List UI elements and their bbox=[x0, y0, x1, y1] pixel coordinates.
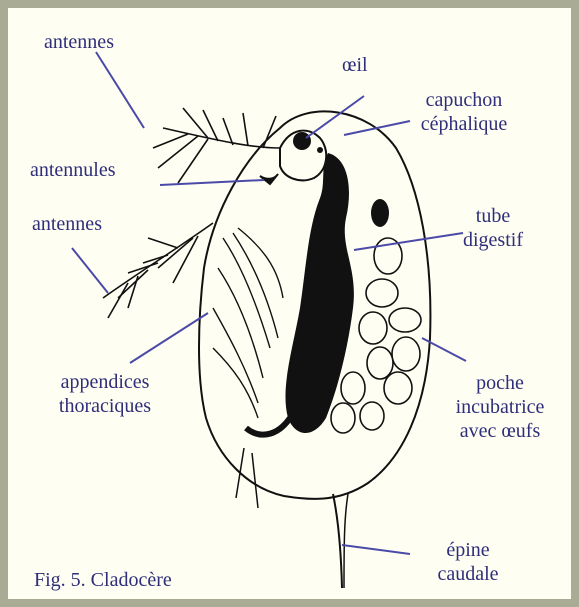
antennules bbox=[260, 174, 278, 184]
label-appendices-line1: appendices bbox=[30, 370, 180, 394]
label-capuchon-line1: capuchon bbox=[404, 88, 524, 112]
label-tube-line2: digestif bbox=[448, 228, 538, 252]
label-poche: poche incubatrice avec œufs bbox=[430, 371, 570, 443]
figure-panel: antennes œil capuchon céphalique antennu… bbox=[8, 8, 571, 599]
label-poche-line3: avec œufs bbox=[430, 419, 570, 443]
label-appendices-line2: thoraciques bbox=[30, 394, 180, 418]
label-epine-line1: épine bbox=[418, 538, 518, 562]
label-tube-line1: tube bbox=[448, 204, 538, 228]
label-capuchon: capuchon céphalique bbox=[404, 88, 524, 136]
thoracic-appendices bbox=[213, 228, 283, 418]
label-antennules: antennules bbox=[30, 158, 116, 182]
lower-antennae bbox=[103, 223, 213, 318]
figure-caption: Fig. 5. Cladocère bbox=[34, 568, 172, 592]
label-appendices: appendices thoraciques bbox=[30, 370, 180, 418]
label-tube-digestif: tube digestif bbox=[448, 204, 538, 252]
label-antennes-mid: antennes bbox=[32, 212, 102, 236]
label-poche-line1: poche bbox=[430, 371, 570, 395]
label-poche-line2: incubatrice bbox=[430, 395, 570, 419]
label-antennes-top: antennes bbox=[44, 30, 114, 54]
eye bbox=[293, 132, 311, 150]
label-epine-line2: caudale bbox=[418, 562, 518, 586]
label-oeil: œil bbox=[342, 53, 368, 77]
label-epine-caudale: épine caudale bbox=[418, 538, 518, 586]
label-capuchon-line2: céphalique bbox=[404, 112, 524, 136]
tail-spine bbox=[333, 494, 342, 588]
